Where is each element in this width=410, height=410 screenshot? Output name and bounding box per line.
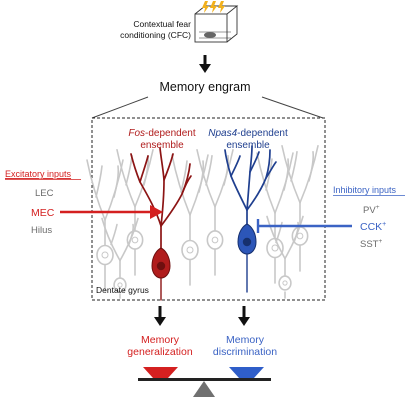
arrow-down-right-icon	[238, 306, 250, 326]
inhibitory-input-sst: SST+	[360, 238, 382, 250]
dentate-gyrus-box	[91, 117, 326, 301]
cck-to-npas4-inhibition	[256, 219, 352, 233]
engram-label: Memory engram	[160, 80, 251, 94]
gray-granule-cell	[256, 152, 294, 284]
fos-soma	[151, 247, 171, 279]
excitatory-input-mec: MEC	[31, 207, 55, 219]
inhibitory-inputs-heading: Inhibitory inputs	[333, 185, 397, 195]
inhibitory-input-pv: PV+	[363, 204, 380, 216]
gray-dendrite	[116, 148, 136, 208]
arrow-down-left-icon	[154, 306, 166, 326]
gray-nucleus	[186, 246, 194, 254]
pv-base: PV	[363, 205, 376, 216]
gray-dendrite	[223, 154, 230, 186]
gray-dendrite	[171, 154, 191, 216]
gray-dendrite	[281, 144, 301, 204]
cfc-label-line2: conditioning (CFC)	[120, 30, 191, 40]
generalization-label-line1: Memory	[141, 334, 180, 346]
npas4-ensemble-label-line1: Npas4-dependent	[208, 128, 288, 139]
gray-nucleus	[211, 236, 219, 244]
gray-dendrite	[299, 144, 319, 204]
gray-dendrite	[101, 217, 121, 262]
gray-soma	[113, 277, 127, 293]
sst-base: SST	[360, 239, 379, 250]
excitatory-inputs-heading: Excitatory inputs	[5, 169, 72, 179]
npas4-soma	[237, 223, 257, 255]
fos-gene-name: Fos	[128, 128, 145, 139]
gray-soma	[181, 239, 199, 261]
gray-nucleus	[282, 280, 288, 286]
cage-icon	[194, 5, 239, 43]
gray-granule-cell	[171, 154, 209, 286]
npas4-suffix: -dependent	[237, 128, 288, 139]
gray-dendrite	[125, 154, 133, 186]
gray-dendrite	[180, 160, 188, 193]
npas4-ensemble-label-line2: ensemble	[226, 140, 270, 151]
cck-base: CCK	[360, 221, 382, 233]
excitatory-input-hilus: Hilus	[31, 225, 52, 236]
gray-nucleus	[271, 244, 279, 252]
gray-granule-cell	[101, 217, 139, 299]
gray-dendrite	[266, 215, 286, 260]
gray-dendrite	[113, 165, 120, 198]
generalization-label-line2: generalization	[127, 346, 193, 358]
excitatory-input-lec: LEC	[35, 188, 54, 199]
gray-dendrite	[214, 148, 234, 208]
gray-granule-cell	[196, 148, 234, 276]
funnel-line-right	[261, 96, 324, 119]
gray-soma	[278, 275, 292, 291]
gray-nucleus	[101, 251, 109, 259]
gray-granule-cell	[281, 144, 319, 272]
gray-soma	[266, 237, 284, 259]
cck-sup: +	[382, 221, 386, 228]
gray-nucleus	[296, 232, 304, 240]
gray-granule-cell	[266, 215, 304, 299]
gray-nucleus	[131, 236, 139, 244]
discrimination-label-line1: Memory	[226, 334, 265, 346]
gray-dendrite	[196, 148, 216, 208]
gray-dendrite	[198, 160, 205, 193]
gray-dendrite	[293, 221, 300, 244]
arrow-down-icon	[199, 55, 211, 73]
gray-dendrite	[86, 159, 106, 221]
fos-suffix: -dependent	[145, 128, 196, 139]
fos-ensemble-label-line2: ensemble	[140, 140, 184, 151]
gray-dendrite	[275, 221, 283, 244]
npas4-ensemble-neuron	[224, 145, 277, 293]
gray-dendrite	[290, 150, 298, 182]
gray-granule-cell	[86, 159, 124, 291]
gray-dendrite	[128, 223, 135, 246]
gray-dendrite	[274, 152, 294, 214]
balance-scale	[138, 367, 271, 397]
gray-dendrite	[308, 150, 315, 182]
gray-nucleus	[117, 282, 123, 288]
dentate-gyrus-label: Dentate gyrus	[96, 285, 149, 295]
sst-sup: +	[378, 238, 382, 245]
mec-to-fos-arrow	[60, 205, 163, 219]
gray-dendrite	[110, 223, 118, 246]
gray-dendrite	[95, 165, 103, 198]
scale-fulcrum	[193, 381, 215, 397]
inhibitory-input-cck: CCK+	[360, 221, 386, 233]
cfc-label-line1: Contextual fear	[133, 19, 191, 29]
funnel-line-left	[91, 96, 149, 119]
gray-soma	[96, 244, 114, 266]
discrimination-label-line2: discrimination	[213, 346, 277, 358]
gray-dendrite	[283, 158, 290, 191]
pv-sup: +	[376, 204, 380, 211]
gray-neurons	[86, 144, 319, 299]
gray-dendrite	[205, 154, 213, 186]
discrimination-weight	[229, 367, 264, 378]
lightning-icon	[202, 1, 225, 13]
gray-soma	[206, 230, 224, 250]
generalization-weight	[143, 367, 178, 378]
fos-ensemble-label-line1: Fos-dependent	[128, 128, 195, 139]
npas4-gene-name: Npas4	[208, 128, 237, 139]
scale-beam	[138, 378, 271, 381]
